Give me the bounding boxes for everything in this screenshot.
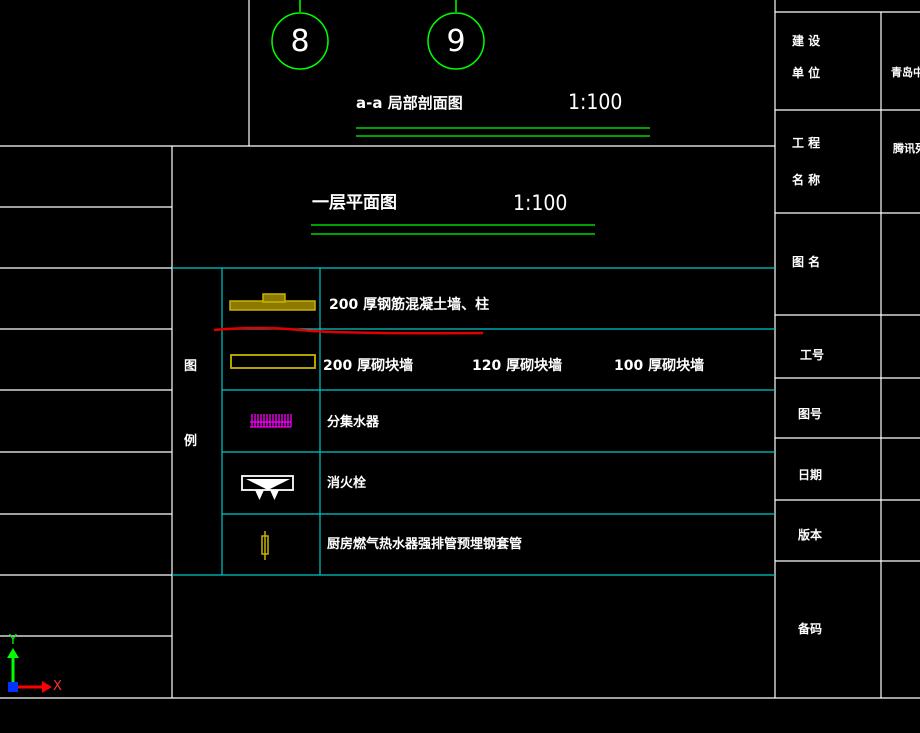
tb-value-client: 青岛中 [891, 66, 920, 79]
legend-row-block-wall-100: 100 厚砌块墙 [614, 358, 705, 374]
section-scale: 1:100 [568, 90, 623, 114]
tb-label-version: 版本 [798, 528, 823, 542]
legend-row-hydrant: 消火栓 [327, 476, 367, 491]
tb-label-project-line2: 名 称 [792, 173, 821, 187]
tb-value-project: 腾讯列 [893, 142, 920, 155]
tb-label-project-line1: 工 程 [792, 136, 821, 150]
axis-label-8: 8 [290, 24, 310, 59]
tb-label-client-line2: 单 位 [792, 66, 821, 80]
legend-row-concrete-wall: 200 厚钢筋混凝土墙、柱 [329, 297, 490, 313]
axis-bubbles [271, 0, 485, 70]
legend-row-block-wall-200: 200 厚砌块墙 [323, 358, 414, 374]
legend-table-lines [172, 267, 775, 576]
axis-label-9: 9 [446, 24, 466, 59]
plan-title: 一层平面图 [312, 193, 397, 213]
legend-row-block-wall-120: 120 厚砌块墙 [472, 358, 563, 374]
ucs-y-label: Y [9, 633, 17, 648]
block-wall-icon [230, 354, 316, 369]
legend-heading-char-1: 图 [184, 359, 198, 374]
tb-label-code: 备码 [798, 622, 823, 636]
manifold-icon [250, 414, 292, 428]
red-markup-line [213, 326, 484, 335]
tb-label-job-no: 工号 [800, 348, 825, 362]
tb-label-drawing-name: 图 名 [792, 255, 821, 269]
ucs-x-label: X [53, 679, 62, 694]
legend-heading-char-2: 例 [184, 434, 198, 449]
concrete-wall-icon [229, 293, 316, 311]
legend-row-sleeve-pipe: 厨房燃气热水器强排管预埋钢套管 [327, 537, 523, 552]
frame-lines [0, 0, 920, 699]
axis-8-bubble [271, 12, 329, 70]
tb-label-client-line1: 建 设 [792, 34, 821, 48]
title-underlines [311, 127, 650, 235]
sleeve-pipe-icon [261, 531, 269, 560]
legend-row-manifold: 分集水器 [327, 415, 380, 430]
tb-label-date: 日期 [798, 468, 823, 482]
axis-9-bubble [427, 12, 485, 70]
plan-scale: 1:100 [513, 191, 568, 215]
section-title: a-a 局部剖面图 [356, 94, 463, 112]
ucs-icon [7, 648, 52, 693]
hydrant-icon [241, 475, 294, 500]
tb-label-drawing-no: 图号 [798, 407, 823, 421]
